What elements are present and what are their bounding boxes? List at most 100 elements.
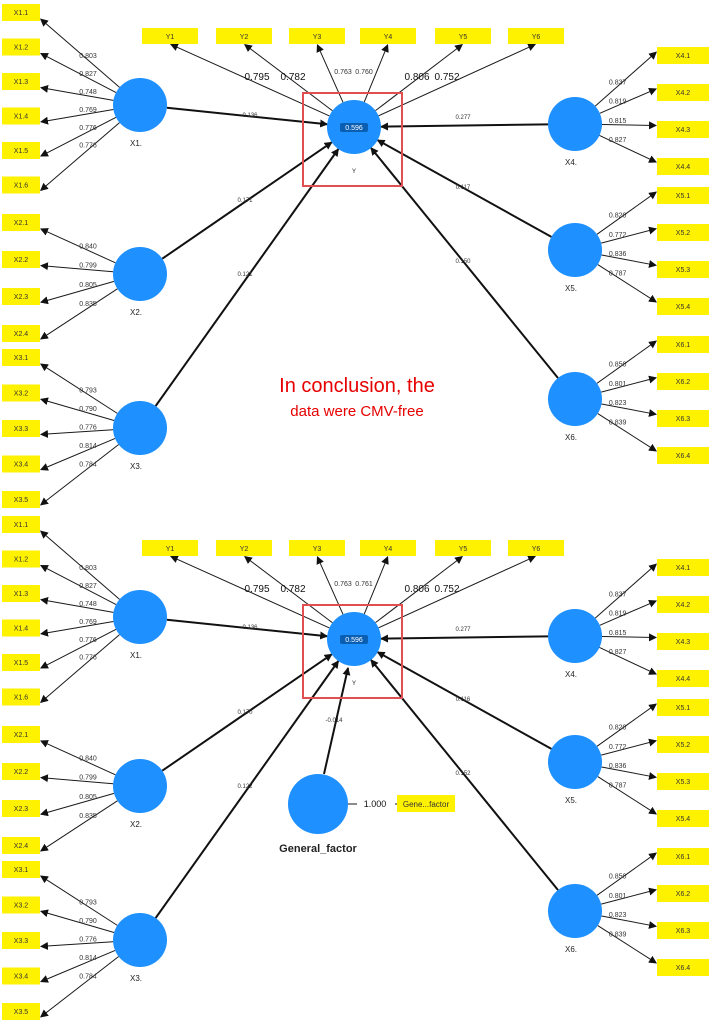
indicator-box (2, 726, 40, 743)
loading-value: 0.827 (79, 583, 97, 590)
indicator-arrow (39, 109, 114, 125)
loading-value: 0.772 (609, 232, 627, 239)
indicator-box (2, 491, 40, 508)
y-indicator-box (142, 540, 198, 556)
indicator-box (657, 559, 709, 576)
path-coefficient: 0.136 (242, 625, 258, 631)
indicator-arrow (39, 949, 116, 983)
path-coefficient: 0.122 (237, 784, 253, 790)
path-coefficient: 0.117 (456, 185, 471, 191)
indicator-label: X2.2 (14, 257, 29, 264)
y-indicator-box (142, 28, 198, 44)
indicator-arrow (40, 628, 117, 669)
y-indicator-box (508, 540, 564, 556)
loading-value: 0.837 (609, 591, 627, 598)
loading-value: 0.850 (609, 874, 627, 881)
latent-y-label: Y (352, 169, 356, 175)
loading-value: 0.790 (79, 406, 97, 413)
indicator-arrow (40, 941, 114, 950)
construct-label: X6. (565, 945, 577, 954)
indicator-label: X3.3 (14, 938, 29, 945)
latent-construct (548, 884, 602, 938)
loading-value: 0.820 (609, 213, 627, 220)
latent-construct (548, 372, 602, 426)
indicator-box (2, 800, 40, 817)
y-indicator-label: Y2 (240, 546, 249, 553)
y-loading: 0.763 (334, 69, 352, 76)
indicator-arrow (597, 925, 658, 964)
indicator-label: X3.4 (14, 462, 29, 469)
indicator-arrow (40, 800, 118, 852)
r-squared-value: 0.596 (345, 125, 363, 132)
loading-value: 0.835 (79, 301, 97, 308)
loading-value: 0.799 (79, 775, 97, 782)
y-loading: 0.763 (334, 581, 352, 588)
indicator-arrow (599, 600, 658, 626)
indicator-label: X3.3 (14, 426, 29, 433)
indicator-arrow (40, 565, 117, 605)
indicator-box (2, 763, 40, 780)
latent-construct (548, 609, 602, 663)
indicator-arrow (39, 262, 114, 273)
indicator-label: X1.6 (14, 183, 29, 190)
indicator-arrow (40, 596, 114, 613)
loading-value: 0.776 (79, 125, 97, 132)
indicator-arrow (596, 191, 657, 235)
y-indicator-label: Y1 (166, 546, 175, 553)
indicator-arrow (600, 738, 658, 756)
indicator-label: X5.3 (676, 779, 691, 786)
indicator-box (657, 261, 709, 278)
loading-value: 0.803 (79, 565, 97, 572)
y-indicator-arrow (243, 43, 333, 112)
y-loading: 0.806 (404, 72, 429, 83)
indicator-label: X3.4 (14, 974, 29, 981)
loading-value: 0.819 (609, 99, 627, 106)
path-coefficient: 0.136 (242, 113, 258, 119)
indicator-label: X6.4 (676, 965, 691, 972)
indicator-box (657, 699, 709, 716)
loading-value: 0.805 (79, 282, 97, 289)
loading-value: 0.784 (79, 461, 97, 468)
loading-value: 0.801 (609, 381, 627, 388)
path-coefficient: 0.116 (456, 697, 471, 703)
indicator-arrow (40, 122, 120, 192)
loading-value: 0.837 (609, 79, 627, 86)
indicator-arrow (597, 264, 658, 303)
loading-value: 0.787 (609, 270, 627, 277)
loading-value: 0.850 (609, 362, 627, 369)
indicator-label: X3.5 (14, 1009, 29, 1016)
indicator-label: X1.4 (14, 626, 29, 633)
loading-value: 0.801 (609, 893, 627, 900)
path-coefficient: 0.277 (455, 115, 471, 121)
y-loading: 0.752 (434, 584, 459, 595)
indicator-label: X1.5 (14, 660, 29, 667)
indicator-arrow (39, 280, 115, 305)
y-indicator-box (289, 540, 345, 556)
indicator-label: X1.4 (14, 114, 29, 121)
indicator-box (2, 38, 40, 56)
edges-layer (39, 18, 658, 1018)
indicator-box (2, 176, 40, 194)
general-factor-indicator-box (397, 795, 455, 812)
latent-construct (113, 401, 167, 455)
indicator-label: X1.1 (14, 522, 29, 529)
indicator-label: X5.1 (676, 193, 691, 200)
construct-label: X4. (565, 158, 577, 167)
y-indicator-box (216, 540, 272, 556)
indicator-arrow (601, 254, 657, 268)
indicator-label: X4.2 (676, 90, 691, 97)
indicator-label: X3.2 (14, 903, 29, 910)
indicator-label: X4.3 (676, 127, 691, 134)
indicator-arrow (39, 228, 116, 264)
loading-value: 0.840 (79, 243, 97, 250)
loading-value: 0.772 (609, 744, 627, 751)
indicator-label: X4.2 (676, 602, 691, 609)
indicator-box (2, 384, 40, 402)
indicator-label: X1.6 (14, 695, 29, 702)
indicator-label: X2.1 (14, 732, 29, 739)
indicator-box (2, 288, 40, 305)
loading-value: 0.827 (609, 649, 627, 656)
y-loading: 0.752 (434, 72, 459, 83)
indicator-label: X5.2 (676, 230, 691, 237)
indicator-box (2, 349, 40, 366)
